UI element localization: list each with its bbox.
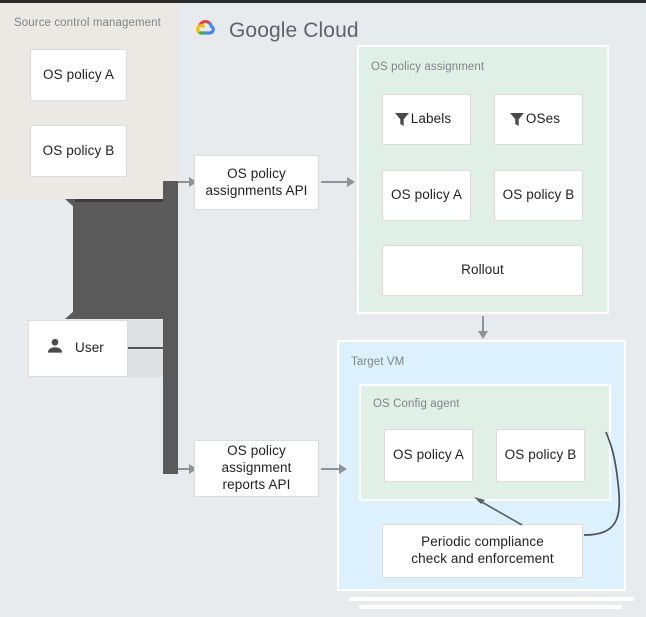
assignment-panel-label: OS policy assignment [371, 61, 485, 73]
oses-filter-label: OSes [525, 111, 561, 127]
arrow-head-assignments-api-icon [189, 177, 197, 187]
rollout-box: Rollout [382, 245, 583, 296]
assignment-os-policy-b-box: OS policy B [494, 170, 583, 221]
google-cloud-logo-icon [190, 16, 220, 46]
labels-filter-box: Labels [382, 94, 471, 145]
agent-os-policy-b-box: OS policy B [496, 429, 585, 482]
target-vm-panel-label: Target VM [351, 356, 405, 368]
os-policy-assignment-reports-api-box: OS policy assignment reports API [194, 440, 319, 497]
google-cloud-logo: Google Cloud [190, 16, 359, 46]
os-policy-assignments-api-box: OS policy assignments API [194, 155, 319, 210]
flow-block-notch-top-icon [65, 199, 75, 208]
arrow-bar-to-reports-api [178, 468, 191, 470]
vm-stack-line-2 [359, 605, 622, 609]
brand-google-text: Google [229, 19, 298, 42]
os-policy-assignments-api-label: OS policy assignments API [205, 165, 308, 198]
arrow-head-vm-reports-icon [339, 464, 347, 474]
labels-filter-label: Labels [410, 111, 452, 127]
assignment-os-policy-a-box: OS policy A [382, 170, 471, 221]
vm-stack-line-1 [349, 597, 634, 601]
user-label: User [75, 340, 104, 356]
arrow-assignment-to-vm [482, 316, 484, 335]
os-policy-assignment-reports-api-label: OS policy assignment reports API [221, 443, 292, 492]
brand-cloud-text: Cloud [303, 19, 359, 42]
flow-block-notch-bottom-icon [65, 310, 75, 319]
person-icon [45, 336, 65, 361]
scm-panel-label: Source control management [14, 17, 161, 29]
arrow-head-assignment-panel-icon [347, 177, 355, 187]
arrow-api-to-assignment-panel [321, 181, 349, 183]
scm-os-policy-b-box: OS policy B [30, 125, 127, 177]
os-config-agent-label: OS Config agent [373, 398, 460, 410]
flow-vertical-bar [163, 181, 178, 474]
arrow-bar-to-assignments-api [178, 181, 191, 183]
oses-filter-box: OSes [494, 94, 583, 145]
periodic-compliance-box: Periodic compliance check and enforcemen… [382, 524, 583, 578]
arrow-head-vm-icon [478, 331, 488, 339]
scm-os-policy-a-box: OS policy A [30, 49, 127, 101]
agent-os-policy-a-box: OS policy A [384, 429, 473, 482]
periodic-compliance-label: Periodic compliance check and enforcemen… [411, 534, 554, 566]
google-cloud-wordmark: Google Cloud [229, 19, 359, 43]
flow-shadow-divider [125, 347, 178, 349]
user-box: User [28, 320, 128, 377]
flow-block [73, 202, 177, 319]
arrow-reports-api-to-vm [321, 468, 341, 470]
arrow-head-reports-api-icon [189, 464, 197, 474]
